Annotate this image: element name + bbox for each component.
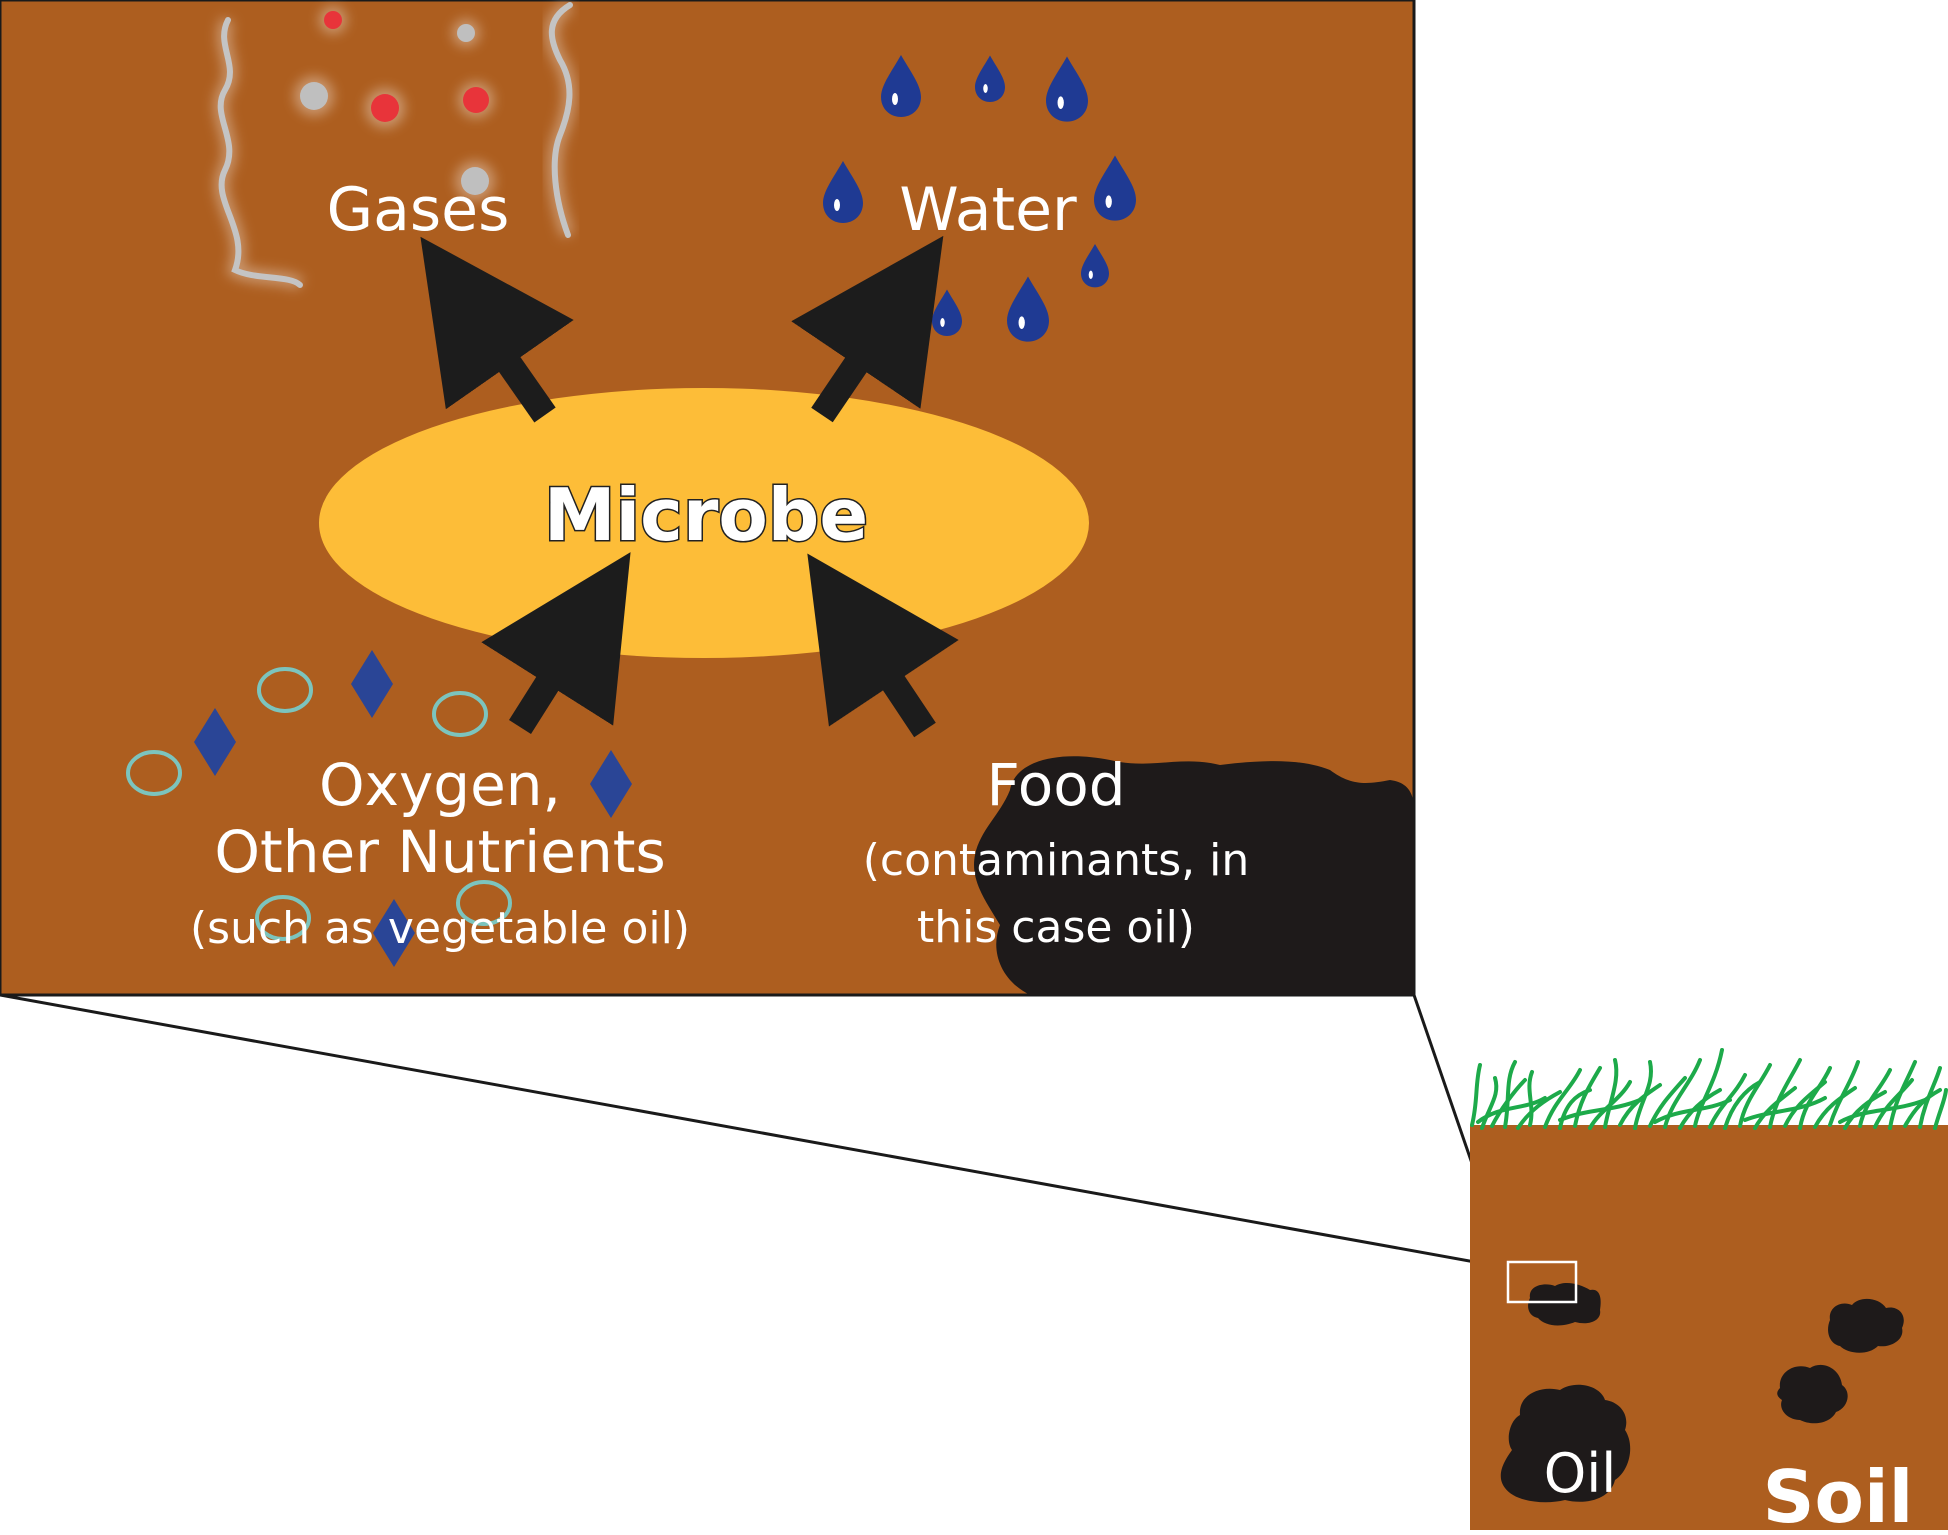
food-note-line1: (contaminants, in (863, 835, 1249, 886)
zoom-highlight-box (1506, 1260, 1578, 1304)
nutrient-diamonds (194, 650, 632, 967)
oil-label: Oil (1544, 1442, 1617, 1505)
food-note-line2: this case oil) (917, 902, 1195, 953)
zoom-panel: Gases Water Microbe Oxygen, Other Nutrie… (0, 0, 1416, 997)
gases-label: Gases (327, 175, 510, 245)
gas-wisps (213, 0, 577, 291)
inset-oil-blobs (1500, 1283, 1904, 1503)
process-arrows (420, 235, 959, 738)
nutrient-rings (126, 667, 512, 941)
zoom-connectors (0, 993, 1510, 1270)
food-title: Food (986, 751, 1125, 819)
oil-blob (974, 756, 1414, 995)
microbe-label: Microbe (544, 473, 868, 557)
gas-particles (294, 6, 495, 201)
grass (1470, 1048, 1948, 1130)
nutrients-note: (such as vegetable oil) (190, 903, 690, 954)
soil-inset: Oil Soil (1470, 1048, 1948, 1535)
water-label: Water (899, 175, 1077, 245)
nutrients-title-line2: Other Nutrients (214, 818, 665, 886)
soil-label: Soil (1763, 1455, 1914, 1530)
nutrients-title-line1: Oxygen, (319, 751, 561, 819)
